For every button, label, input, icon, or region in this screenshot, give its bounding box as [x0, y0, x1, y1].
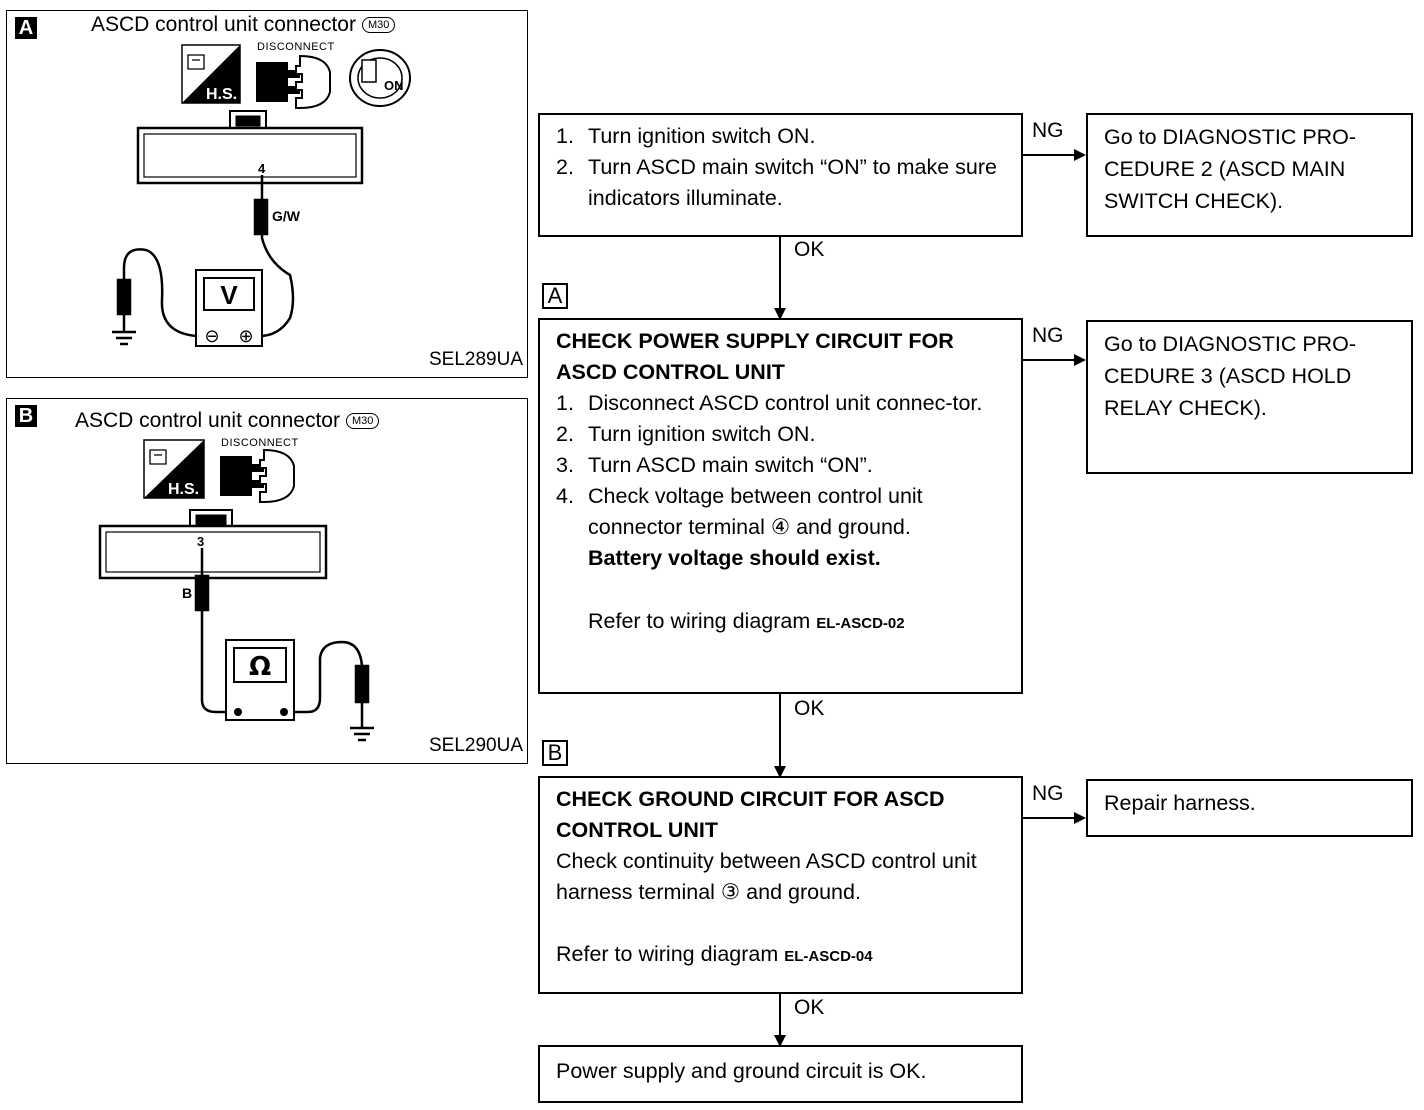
connector-b [98, 509, 328, 580]
step-2-list: 1.Disconnect ASCD control unit connec-to… [556, 388, 1005, 574]
list-item: 4.Check voltage between control unit con… [556, 484, 923, 570]
hs-icon-label: H.S. [206, 86, 237, 103]
step-letter-b: B [542, 740, 568, 766]
result-box-3: Repair harness. [1086, 779, 1413, 837]
list-item: 2.Turn ignition switch ON. [556, 422, 816, 446]
step-2-heading: CHECK POWER SUPPLY CIRCUIT FOR ASCD CONT… [556, 329, 954, 384]
wire-color-label: G/W [272, 208, 301, 224]
connector-a [136, 110, 364, 185]
result-box-1: Go to DIAGNOSTIC PRO-CEDURE 2 (ASCD MAIN… [1086, 113, 1413, 237]
step-3-heading: CHECK GROUND CIRCUIT FOR ASCD CONTROL UN… [556, 787, 945, 842]
voltmeter-symbol: V [220, 280, 238, 310]
panel-a-letter: A [15, 17, 37, 39]
figure-code: SEL289UA [428, 349, 523, 370]
terminal-label: 4 [258, 161, 266, 176]
panel-b-letter: B [15, 405, 37, 427]
wire-color-label: B [182, 585, 192, 601]
step-2-emphasis: Battery voltage should exist. [588, 546, 881, 570]
ng-label: NG [1032, 324, 1064, 347]
connector-badge: M30 [345, 413, 380, 429]
voltmeter: V ⊖ ⊕ [195, 269, 263, 347]
terminal-label: 3 [197, 534, 204, 549]
hs-icon: H.S. [143, 439, 205, 499]
hs-icon-label: H.S. [168, 481, 199, 498]
final-box: Power supply and ground circuit is OK. [538, 1045, 1023, 1103]
ok-label: OK [794, 238, 825, 261]
list-item: 3.Turn ASCD main switch “ON”. [556, 453, 873, 477]
list-item: 2.Turn ASCD main switch “ON” to make sur… [556, 155, 998, 210]
step-3-reference: Refer to wiring diagram EL-ASCD-04 [556, 942, 873, 966]
figure-code: SEL290UA [428, 735, 523, 756]
disconnect-label: DISCONNECT [257, 41, 335, 53]
step-box-3: CHECK GROUND CIRCUIT FOR ASCD CONTROL UN… [538, 776, 1023, 994]
step-1-list: 1.Turn ignition switch ON. 2.Turn ASCD m… [556, 121, 1005, 214]
ohmmeter-symbol: Ω [249, 652, 271, 682]
disconnect-icon [256, 54, 331, 109]
list-item: 1.Turn ignition switch ON. [556, 124, 816, 148]
ignition-key-icon: ON [349, 49, 411, 107]
step-box-1: 1.Turn ignition switch ON. 2.Turn ASCD m… [538, 113, 1023, 237]
list-item: 1.Disconnect ASCD control unit connec-to… [556, 391, 983, 415]
connector-badge: M30 [361, 17, 396, 33]
ohmmeter: Ω [225, 639, 295, 721]
disconnect-label: DISCONNECT [221, 437, 299, 449]
flow-connectors [774, 149, 1086, 1047]
step-3-body: Check continuity between ASCD control un… [556, 849, 977, 904]
ignition-on-label: ON [384, 78, 404, 93]
plus-terminal: ⊕ [238, 326, 253, 347]
result-box-2: Go to DIAGNOSTIC PRO-CEDURE 3 (ASCD HOLD… [1086, 320, 1413, 474]
step-2-reference: Refer to wiring diagram EL-ASCD-02 [588, 609, 905, 633]
step-box-2: CHECK POWER SUPPLY CIRCUIT FOR ASCD CONT… [538, 318, 1023, 694]
probe-wire-b [194, 548, 374, 742]
step-letter-a: A [542, 283, 568, 309]
ng-label: NG [1032, 782, 1064, 805]
ok-label: OK [794, 996, 825, 1019]
ok-label: OK [794, 697, 825, 720]
disconnect-icon [220, 448, 295, 503]
ng-label: NG [1032, 119, 1064, 142]
probe-wire-a [112, 175, 295, 346]
minus-terminal: ⊖ [204, 326, 219, 347]
hs-icon: H.S. [181, 44, 241, 104]
